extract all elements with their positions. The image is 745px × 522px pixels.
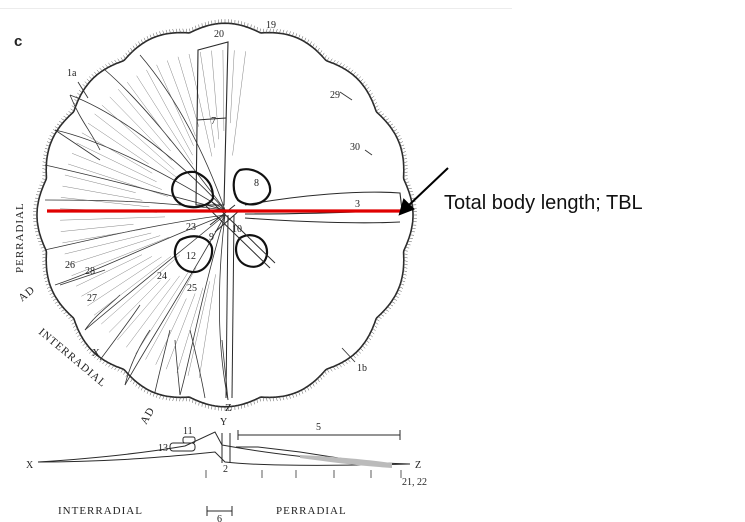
section-label-21-22: 21, 22: [402, 477, 427, 488]
label-x: X: [92, 347, 101, 359]
label-26: 26: [65, 260, 75, 271]
label-29: 29: [330, 90, 340, 101]
radial-canals: [45, 55, 228, 400]
cross-section: Y 5 11 13 2 X Z 21, 22 6 INTERRADIAL PER…: [26, 417, 427, 522]
label-28: 28: [85, 266, 95, 277]
total-body-length-annotation: Total body length; TBL: [444, 192, 643, 215]
gonad-8: [234, 169, 270, 204]
label-10: 10: [232, 224, 242, 235]
label-27: 27: [87, 293, 97, 304]
section-label-6: 6: [217, 514, 222, 522]
section-label-11: 11: [183, 426, 193, 437]
section-label-y: Y: [220, 417, 227, 428]
label-25: 25: [187, 283, 197, 294]
label-30: 30: [350, 142, 360, 153]
label-7: 7: [211, 116, 216, 127]
label-perradial-vertical: PERRADIAL: [14, 202, 26, 273]
section-label-13: 13: [158, 443, 168, 454]
label-z: Z: [225, 402, 233, 414]
label-12: 12: [186, 251, 196, 262]
annotation-arrow: [400, 168, 448, 214]
label-1b: 1b: [357, 363, 367, 374]
section-label-perradial: PERRADIAL: [276, 505, 347, 517]
section-label-interradial: INTERRADIAL: [58, 505, 143, 517]
part-number-labels: 20 19 1a 29 30 7 8 3 23 9 10 12 26 28 24…: [65, 20, 367, 374]
label-20: 20: [214, 29, 224, 40]
label-ad-lower: AD: [138, 405, 157, 426]
label-23: 23: [186, 222, 196, 233]
label-ad-upper: AD: [16, 284, 37, 305]
label-1a: 1a: [67, 68, 77, 79]
section-gonad-shading: [300, 455, 392, 468]
label-3: 3: [355, 199, 360, 210]
section-label-z: Z: [415, 460, 421, 471]
section-label-2: 2: [223, 464, 228, 475]
canal-fibres: [60, 50, 246, 378]
label-24: 24: [157, 271, 167, 282]
section-label-5: 5: [316, 422, 321, 433]
label-8: 8: [254, 178, 259, 189]
label-19: 19: [266, 20, 276, 31]
panel-letter: c: [14, 33, 22, 50]
section-label-x: X: [26, 460, 34, 471]
label-9: 9: [209, 232, 214, 243]
